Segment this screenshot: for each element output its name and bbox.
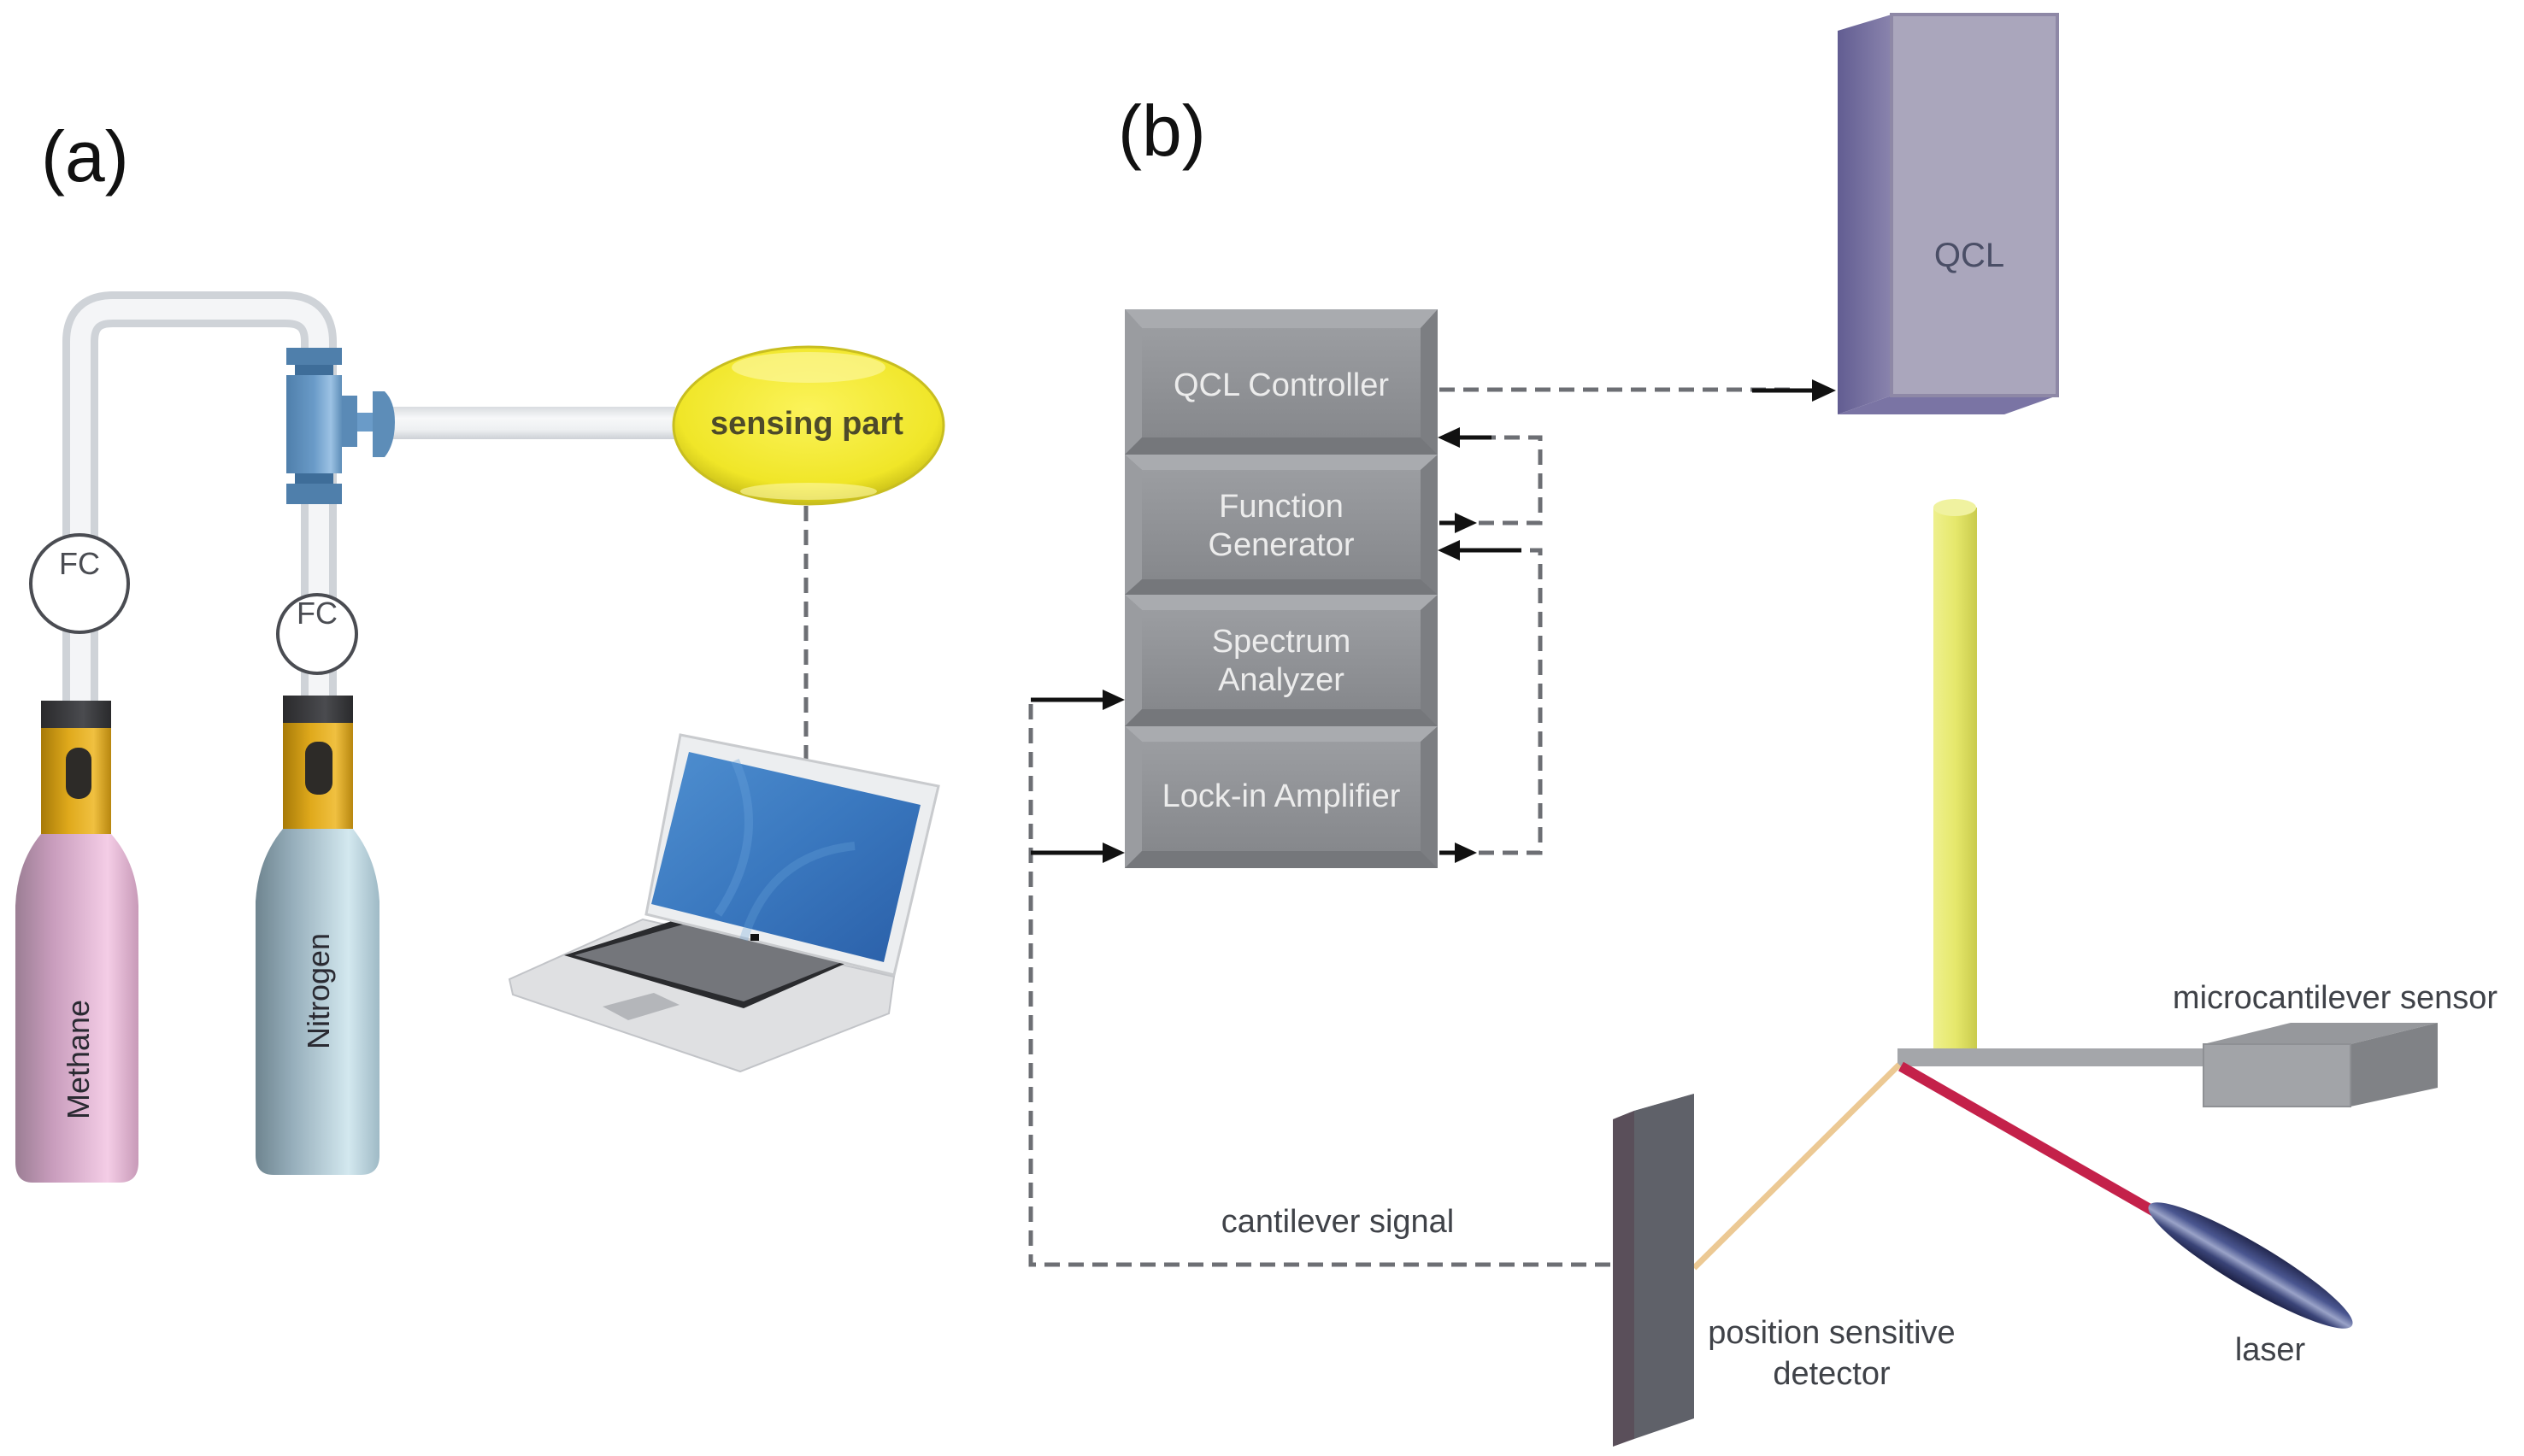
function-generator-label-line1: Function xyxy=(1219,489,1344,525)
cylinder-label: Nitrogen xyxy=(301,933,336,1049)
flow-controller-methane: FC xyxy=(29,533,130,634)
laser-beam xyxy=(1898,1061,2160,1218)
qcl-controller-label: QCL Controller xyxy=(1174,367,1389,403)
qcl-source: QCL xyxy=(1838,13,2059,414)
reflected-beam xyxy=(1691,1062,1902,1271)
gas-pipes xyxy=(62,291,675,707)
arrowhead-icon xyxy=(1438,540,1460,561)
lock-in-amplifier-label: Lock-in Amplifier xyxy=(1162,778,1401,814)
panel-a: (a) FC FC xyxy=(15,116,945,1183)
microcantilever-label: microcantilever sensor xyxy=(2173,980,2498,1016)
arrowhead-icon xyxy=(1455,842,1477,863)
laptop-icon xyxy=(508,733,940,1073)
qcl-controller-block: QCL Controller xyxy=(1125,309,1438,455)
arrowhead-icon xyxy=(1812,379,1836,402)
microcantilever-sensor: microcantilever sensor xyxy=(1897,980,2498,1107)
fc-label: FC xyxy=(297,596,338,631)
arrowhead-icon xyxy=(1103,690,1125,710)
lock-in-amplifier-block: Lock-in Amplifier xyxy=(1125,726,1438,868)
cylinder-body xyxy=(256,829,379,1175)
instrument-stack: QCL Controller Function Generator Spectr… xyxy=(1125,309,1438,868)
mixing-valve xyxy=(286,348,395,504)
qcl-label: QCL xyxy=(1934,237,2004,274)
function-generator-label-line2: Generator xyxy=(1208,527,1354,563)
spectrum-analyzer-label-line1: Spectrum xyxy=(1212,624,1351,660)
cylinder-body xyxy=(15,834,138,1183)
detector-label-line1: position sensitive xyxy=(1708,1315,1955,1351)
signal-connections xyxy=(1028,379,1836,1267)
cylinder-cap xyxy=(283,696,353,725)
sensing-part: sensing part xyxy=(672,345,945,506)
lockin-to-fg-loop xyxy=(1479,548,1543,855)
cylinder-cap xyxy=(41,701,111,730)
arrowhead-icon xyxy=(1103,842,1125,863)
spectrum-analyzer-block: Spectrum Analyzer xyxy=(1125,595,1438,726)
cylinder-label: Methane xyxy=(61,1000,96,1119)
qcl-beam xyxy=(1933,499,1977,1049)
cantilever-signal-line xyxy=(1028,701,1610,1267)
fc-label: FC xyxy=(59,546,100,581)
panel-b: (b) QCL Controller Function Generator xyxy=(1028,13,2498,1447)
laser-label: laser xyxy=(2235,1332,2306,1368)
detector-label-line2: detector xyxy=(1773,1356,1891,1392)
cantilever-beam xyxy=(1897,1048,2207,1066)
fg-to-controller-loop xyxy=(1479,435,1543,525)
nitrogen-cylinder: Nitrogen xyxy=(256,696,379,1175)
pipe-highlight xyxy=(70,299,329,707)
position-sensitive-detector: position sensitive detector xyxy=(1613,1094,1956,1447)
laser-source: laser xyxy=(2148,1202,2353,1368)
arrowhead-icon xyxy=(1438,427,1460,448)
methane-cylinder: Methane xyxy=(15,701,138,1183)
flow-controller-nitrogen: FC xyxy=(276,593,358,675)
pipe-to-sensor xyxy=(376,407,675,439)
panel-b-label: (b) xyxy=(1118,91,1206,171)
cantilever-signal-label: cantilever signal xyxy=(1221,1204,1454,1240)
sensing-part-label: sensing part xyxy=(710,406,903,442)
arrowhead-icon xyxy=(1455,513,1477,533)
spectrum-analyzer-label-line2: Analyzer xyxy=(1218,662,1344,698)
panel-a-label: (a) xyxy=(41,116,129,197)
function-generator-block: Function Generator xyxy=(1125,455,1438,595)
